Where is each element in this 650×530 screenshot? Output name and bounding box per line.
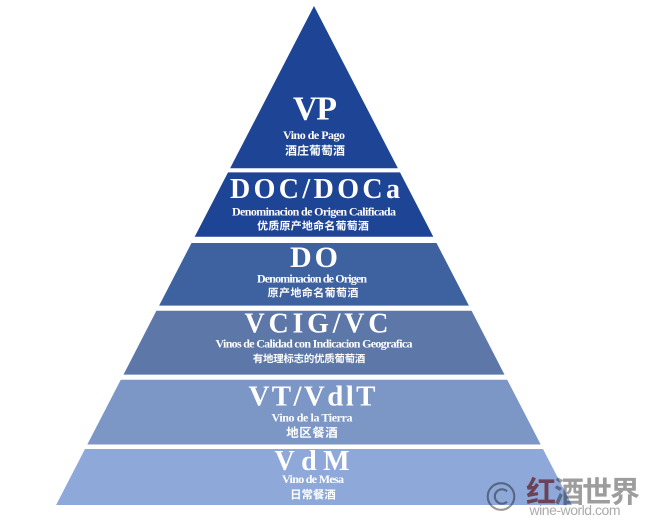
svg-text:DOC/DOCa: DOC/DOCa — [230, 174, 400, 205]
svg-text:Denominacion de Origen Calific: Denominacion de Origen Calificada — [232, 205, 396, 219]
svg-text:DO: DO — [290, 241, 338, 274]
svg-text:wine-world.com: wine-world.com — [529, 502, 621, 518]
svg-text:Denominacion de Origen: Denominacion de Origen — [257, 272, 367, 286]
svg-text:Vino de Mesa: Vino de Mesa — [282, 472, 344, 486]
svg-text:Vino de la Tierra: Vino de la Tierra — [272, 411, 353, 425]
svg-text:VdM: VdM — [275, 446, 350, 477]
svg-text:Vinos de Calidad con Indicacio: Vinos de Calidad con Indicacion Geografi… — [216, 337, 413, 351]
svg-text:Vino de Pago: Vino de Pago — [283, 128, 345, 142]
svg-text:VP: VP — [293, 91, 337, 128]
